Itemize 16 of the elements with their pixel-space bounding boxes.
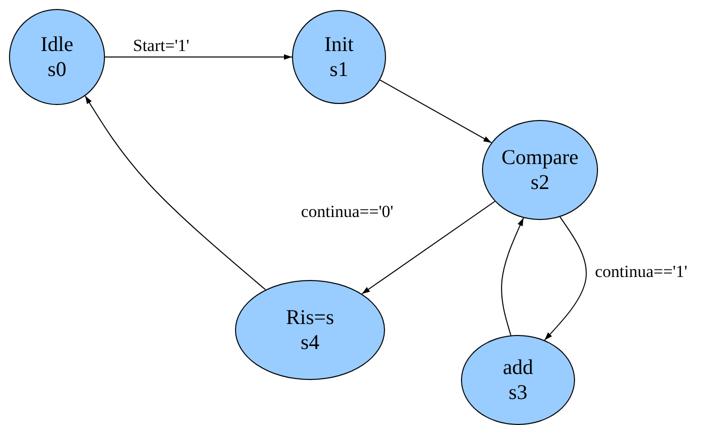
state-name: Idle (40, 32, 74, 57)
arrow (544, 216, 587, 341)
state-name: Compare (502, 144, 578, 170)
state-name: add (502, 354, 534, 380)
arrow (361, 200, 496, 294)
state-code: s3 (508, 380, 528, 406)
state-code: s2 (530, 170, 550, 196)
state-code: s0 (48, 57, 66, 82)
arrow (104, 54, 292, 60)
state-name: Init (324, 32, 354, 57)
arrow (84, 95, 266, 290)
state-code: s4 (300, 330, 320, 356)
state-name: Ris=s (286, 304, 334, 330)
arrow (379, 80, 492, 144)
state-code: s1 (330, 57, 348, 82)
arrow (501, 217, 524, 336)
